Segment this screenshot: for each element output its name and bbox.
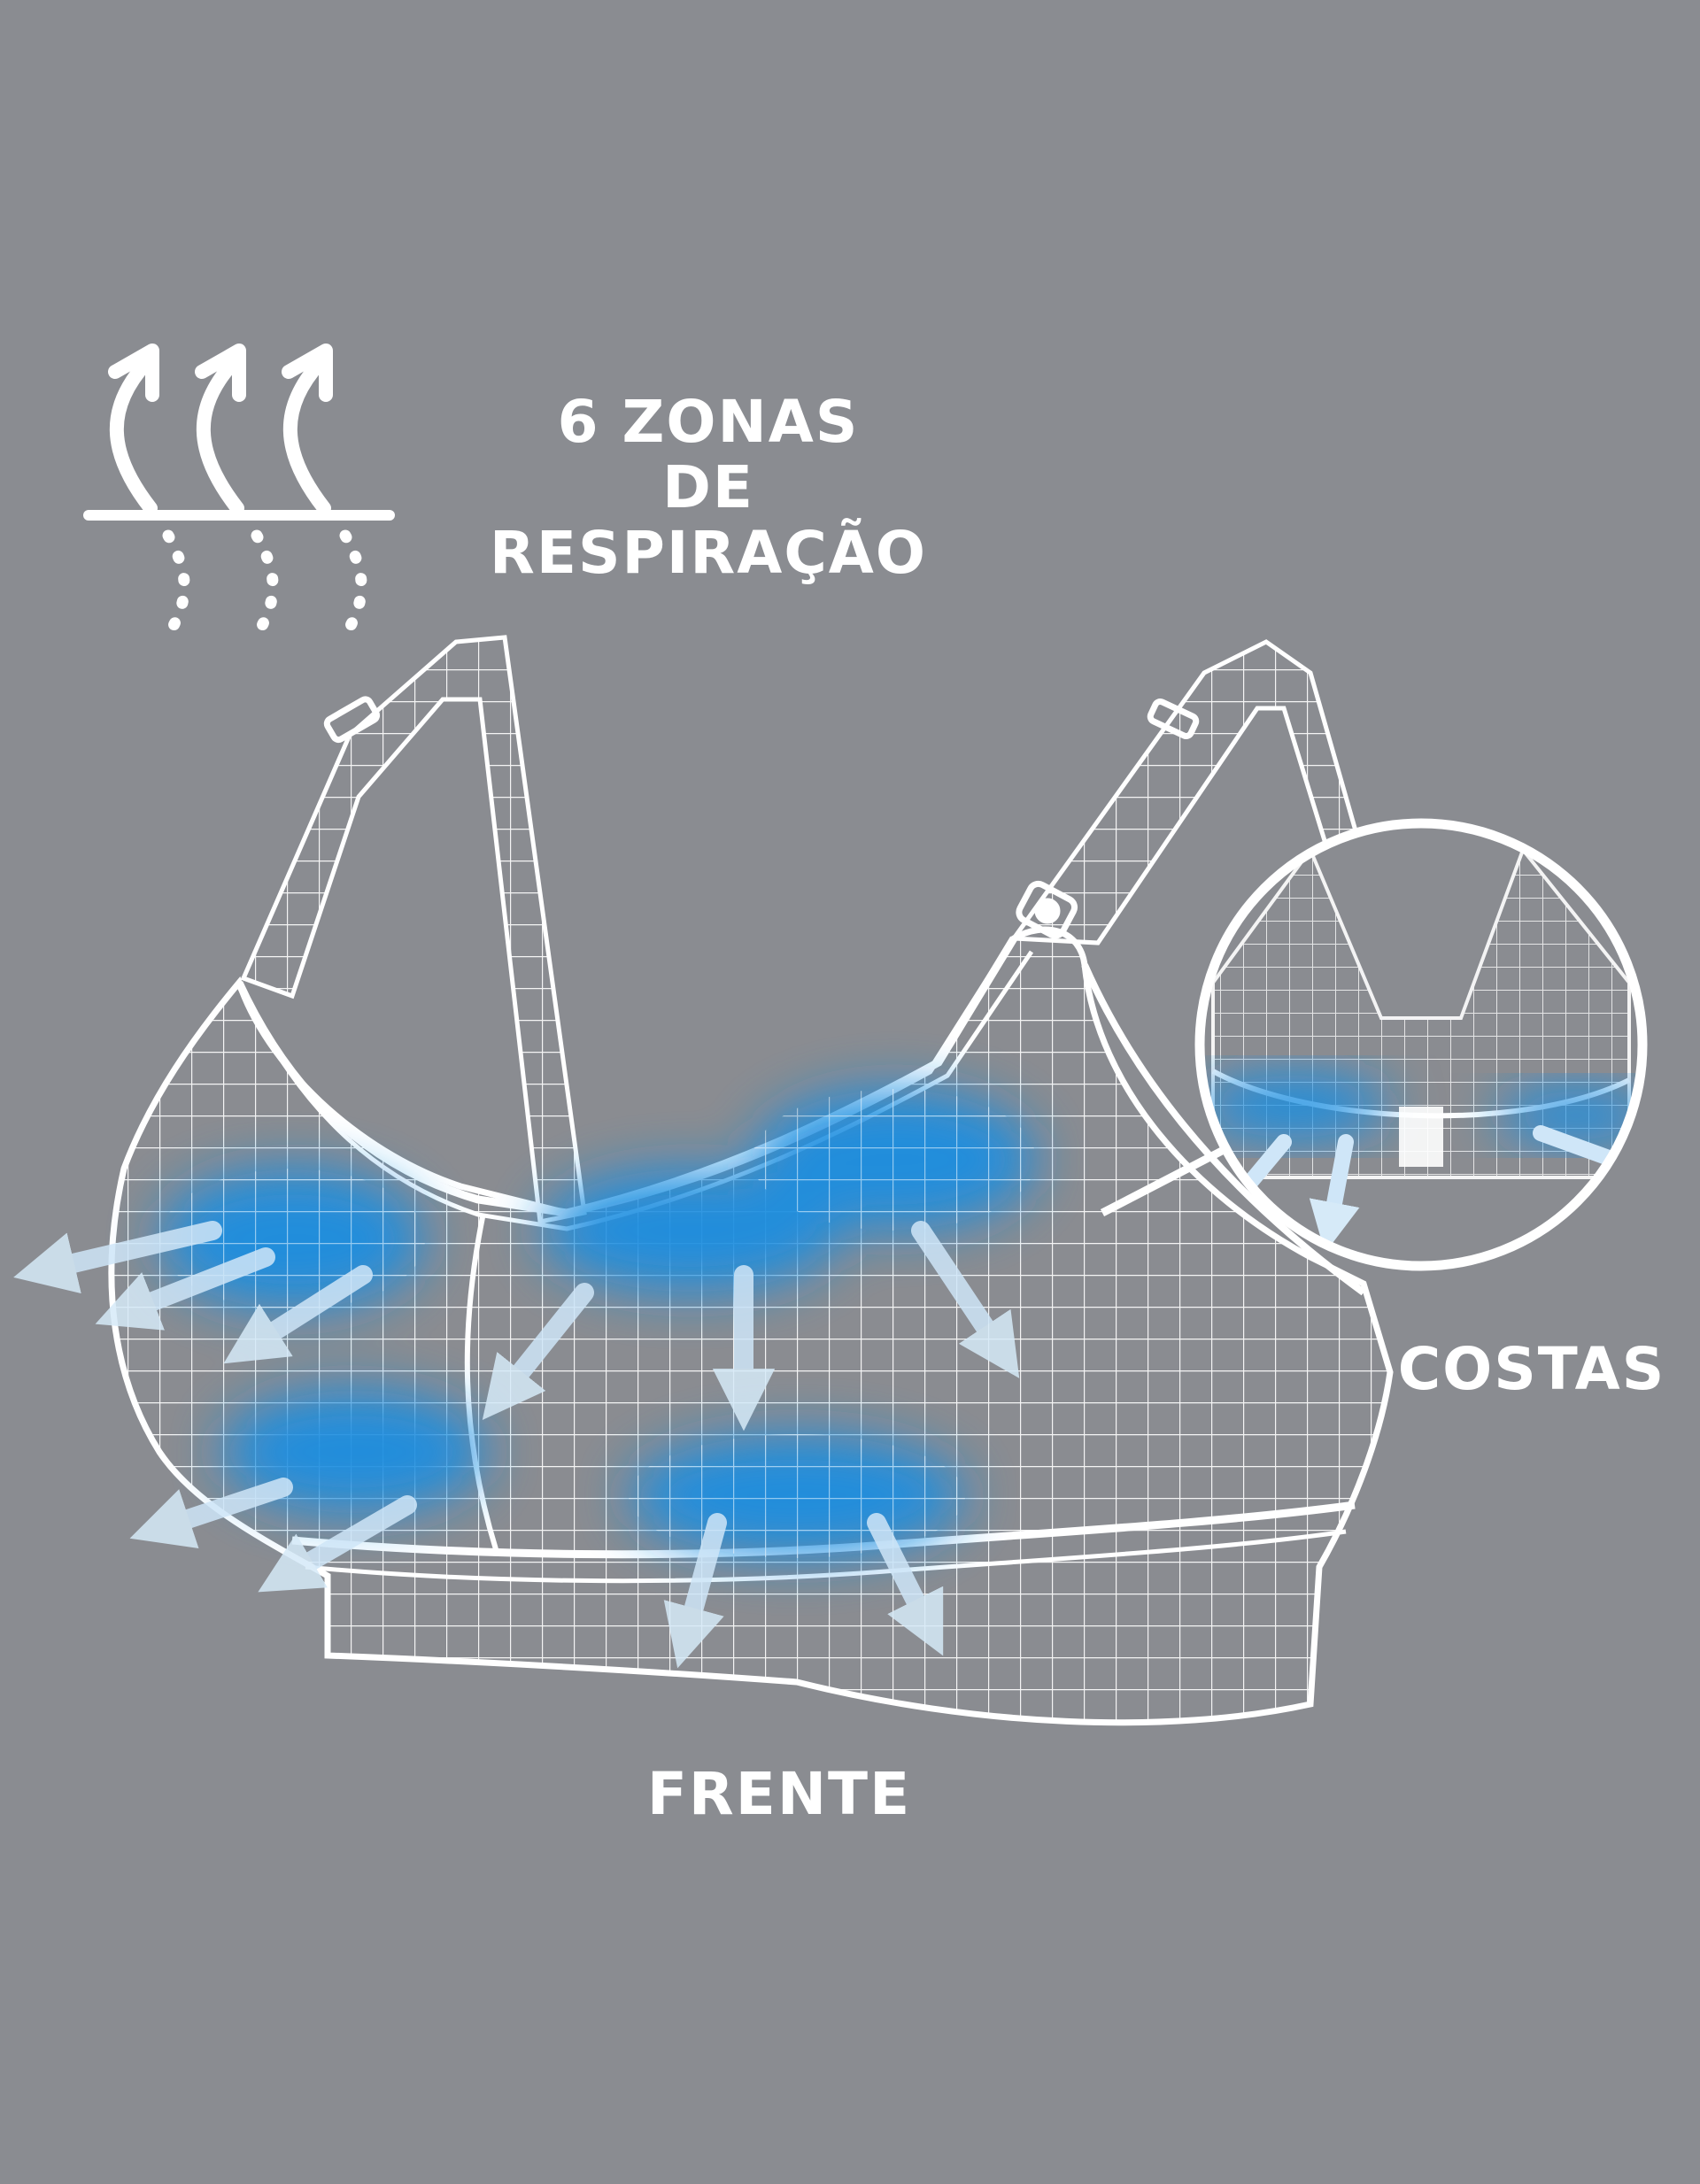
front-label: FRENTE	[646, 1760, 912, 1828]
callout-connector	[1100, 1147, 1225, 1216]
airflow-arrow-icon	[13, 1221, 1020, 1669]
headline: 6 ZONAS DE RESPIRAÇÃO	[443, 390, 974, 586]
breathable-fabric-icon	[83, 343, 395, 648]
back-view-lens	[1194, 818, 1648, 1271]
headline-line1: 6 ZONAS	[557, 388, 860, 456]
headline-line2: DE RESPIRAÇÃO	[490, 452, 927, 587]
back-label: COSTAS	[1397, 1335, 1666, 1403]
